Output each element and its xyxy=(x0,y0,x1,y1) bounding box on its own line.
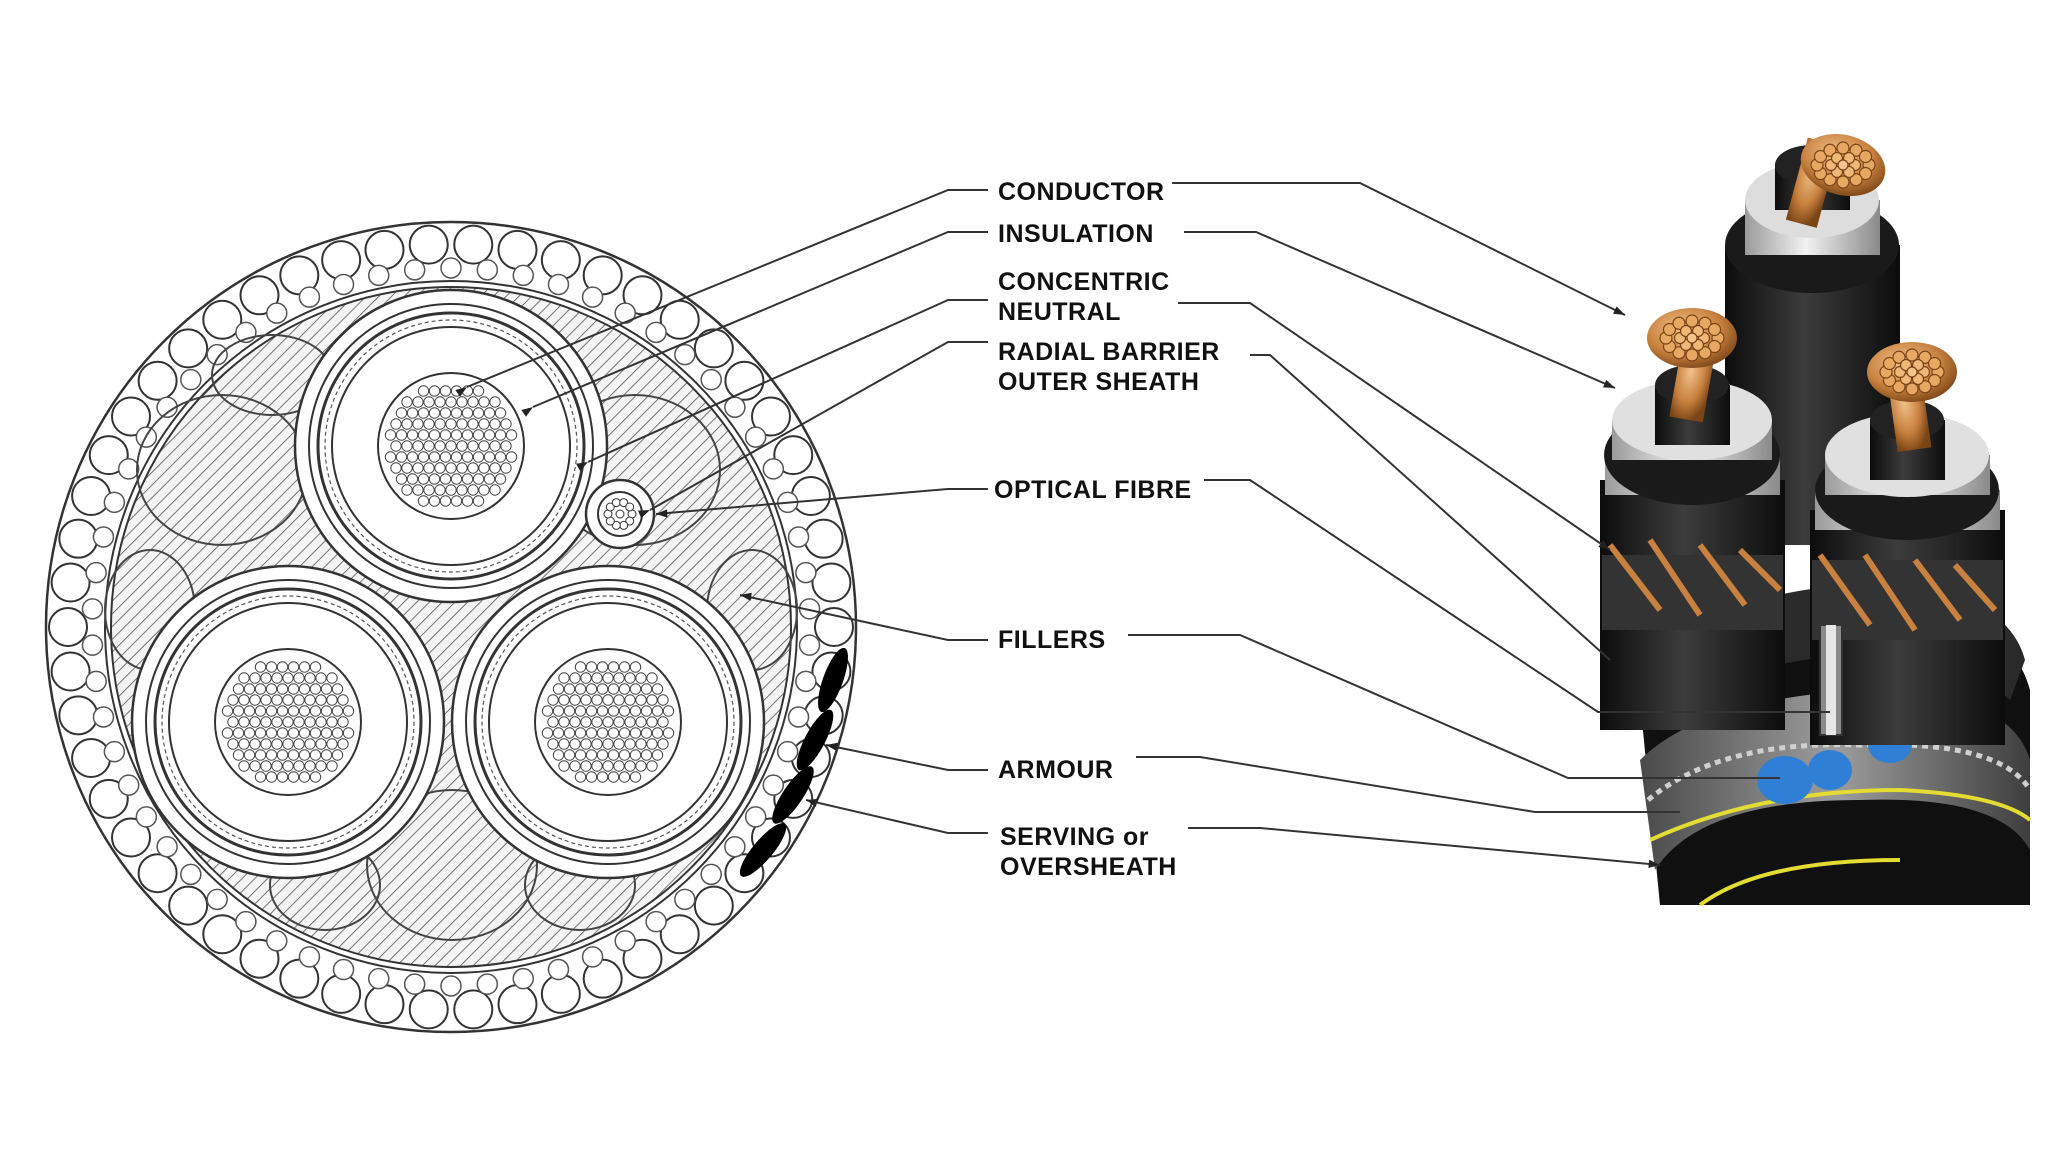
leader-arrowhead xyxy=(740,592,752,601)
leader-arrowhead xyxy=(638,510,650,519)
conductor-strands xyxy=(541,661,675,783)
leader-arrowhead xyxy=(1598,540,1610,550)
leader-line xyxy=(466,189,988,388)
label-armour: ARMOUR xyxy=(998,756,1114,784)
leader-arrowhead xyxy=(1603,379,1615,388)
label-concentric-line2: NEUTRAL xyxy=(998,298,1121,326)
leader-line xyxy=(1172,182,1626,316)
leader-line xyxy=(532,231,988,408)
label-optical-fibre: OPTICAL FIBRE xyxy=(994,476,1192,504)
conductor-strands xyxy=(221,661,355,783)
leader-arrowhead xyxy=(521,407,533,417)
leader-line xyxy=(649,341,988,511)
label-serving-line1: SERVING or xyxy=(1000,823,1150,851)
leader-arrowhead xyxy=(1613,306,1625,315)
leader-line xyxy=(1184,231,1616,389)
cable-cross-section xyxy=(44,220,858,1034)
core-left xyxy=(1600,308,1785,730)
leader-line xyxy=(1188,827,1661,866)
label-concentric-neutral: CONCENTRIC NEUTRAL xyxy=(998,267,1170,327)
cable-3d-render xyxy=(1600,133,2033,907)
armour-tape-marks xyxy=(739,647,848,877)
leader-line xyxy=(1136,756,1680,813)
leader-line xyxy=(587,299,988,463)
leader-arrowhead xyxy=(455,387,467,397)
label-serving: SERVING or OVERSHEATH xyxy=(1000,822,1177,882)
leader-lines xyxy=(455,182,1830,868)
optical-fibre-tube xyxy=(1819,624,1843,736)
leader-line xyxy=(825,744,988,771)
optical-fibre-unit xyxy=(584,478,656,550)
leader-line xyxy=(1128,634,1780,779)
leader-arrowhead xyxy=(826,742,838,751)
label-serving-line2: OVERSHEATH xyxy=(1000,853,1177,881)
leader-line xyxy=(1178,302,1611,551)
leader-line xyxy=(1204,479,1830,713)
label-radial-barrier: RADIAL BARRIER OUTER SHEATH xyxy=(998,337,1220,397)
label-radial-line1: RADIAL BARRIER xyxy=(998,338,1220,366)
conductor-strand-texture xyxy=(1659,141,1945,396)
leader-line xyxy=(1250,354,1611,661)
leader-arrowhead xyxy=(576,462,588,472)
leader-arrowhead xyxy=(656,509,668,518)
leader-arrowhead xyxy=(1648,859,1660,868)
label-insulation: INSULATION xyxy=(998,220,1154,248)
leader-line xyxy=(739,594,988,641)
conductor-strands xyxy=(384,385,518,507)
leader-line xyxy=(655,488,988,515)
core-group xyxy=(130,288,766,880)
leader-arrowhead xyxy=(806,798,818,807)
label-fillers: FILLERS xyxy=(998,626,1106,654)
label-conductor: CONDUCTOR xyxy=(998,178,1165,206)
label-radial-line2: OUTER SHEATH xyxy=(998,368,1200,396)
label-concentric-line1: CONCENTRIC xyxy=(998,268,1170,296)
leader-line xyxy=(805,799,988,834)
